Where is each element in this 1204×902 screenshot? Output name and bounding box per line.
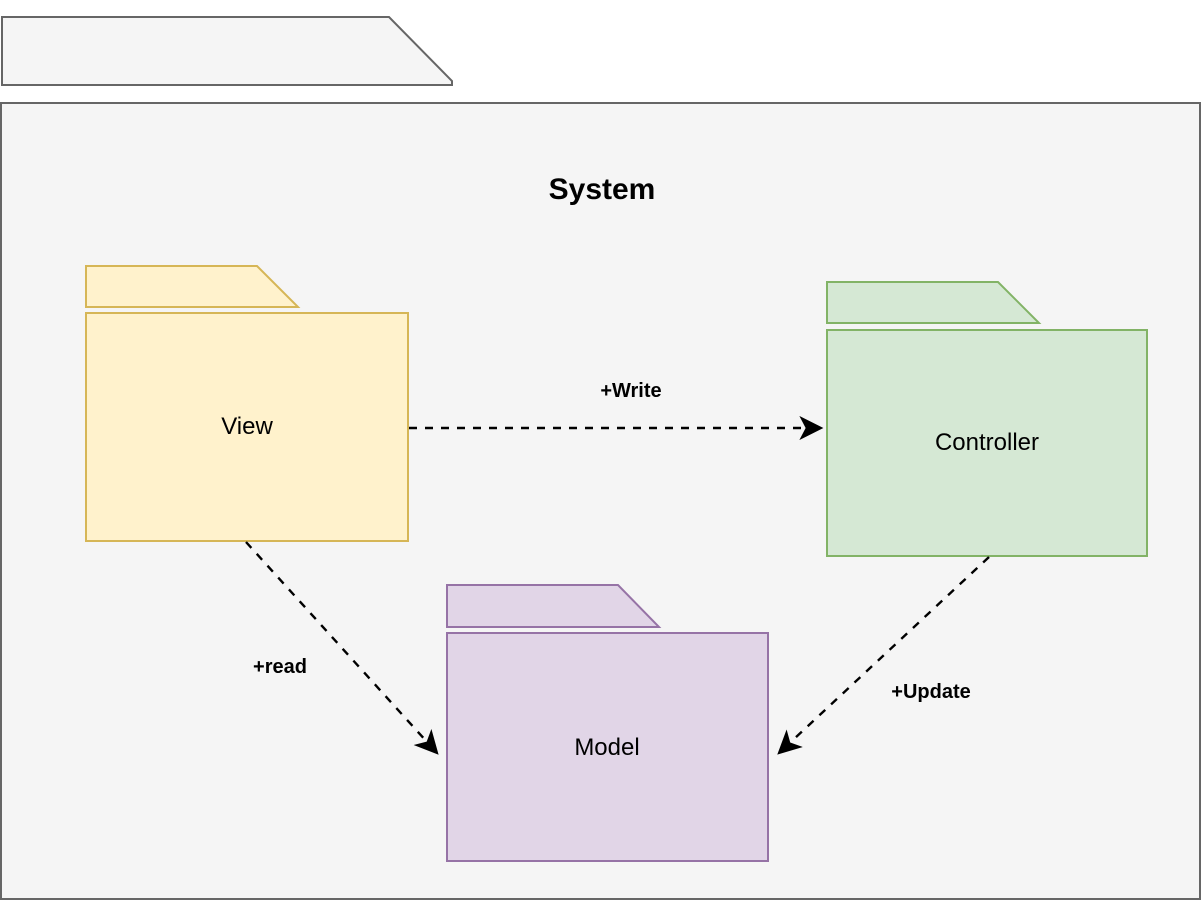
edge-label-update: +Update bbox=[891, 681, 970, 703]
controller-package-body bbox=[826, 329, 1148, 557]
view-package-tab bbox=[85, 265, 301, 308]
edge-label-write: +Write bbox=[600, 380, 661, 402]
package-view: View bbox=[85, 265, 409, 542]
system-frame-title: System bbox=[549, 173, 656, 206]
model-package-body bbox=[446, 632, 769, 862]
controller-package-tab bbox=[826, 281, 1042, 324]
outer-package-tab bbox=[1, 16, 453, 86]
controller-package-label: Controller bbox=[935, 429, 1039, 456]
edge-view-to-model: +read bbox=[245, 541, 439, 755]
model-package-tab bbox=[446, 584, 662, 628]
model-package-label: Model bbox=[574, 734, 639, 761]
view-package-body bbox=[85, 312, 409, 542]
view-package-label: View bbox=[221, 413, 273, 440]
edge-label-read: +read bbox=[253, 656, 307, 678]
package-model: Model bbox=[446, 584, 769, 862]
edge-controller-to-model: +Update bbox=[777, 556, 990, 755]
edge-view-to-controller: +Write bbox=[409, 380, 824, 440]
package-controller: Controller bbox=[826, 281, 1148, 557]
